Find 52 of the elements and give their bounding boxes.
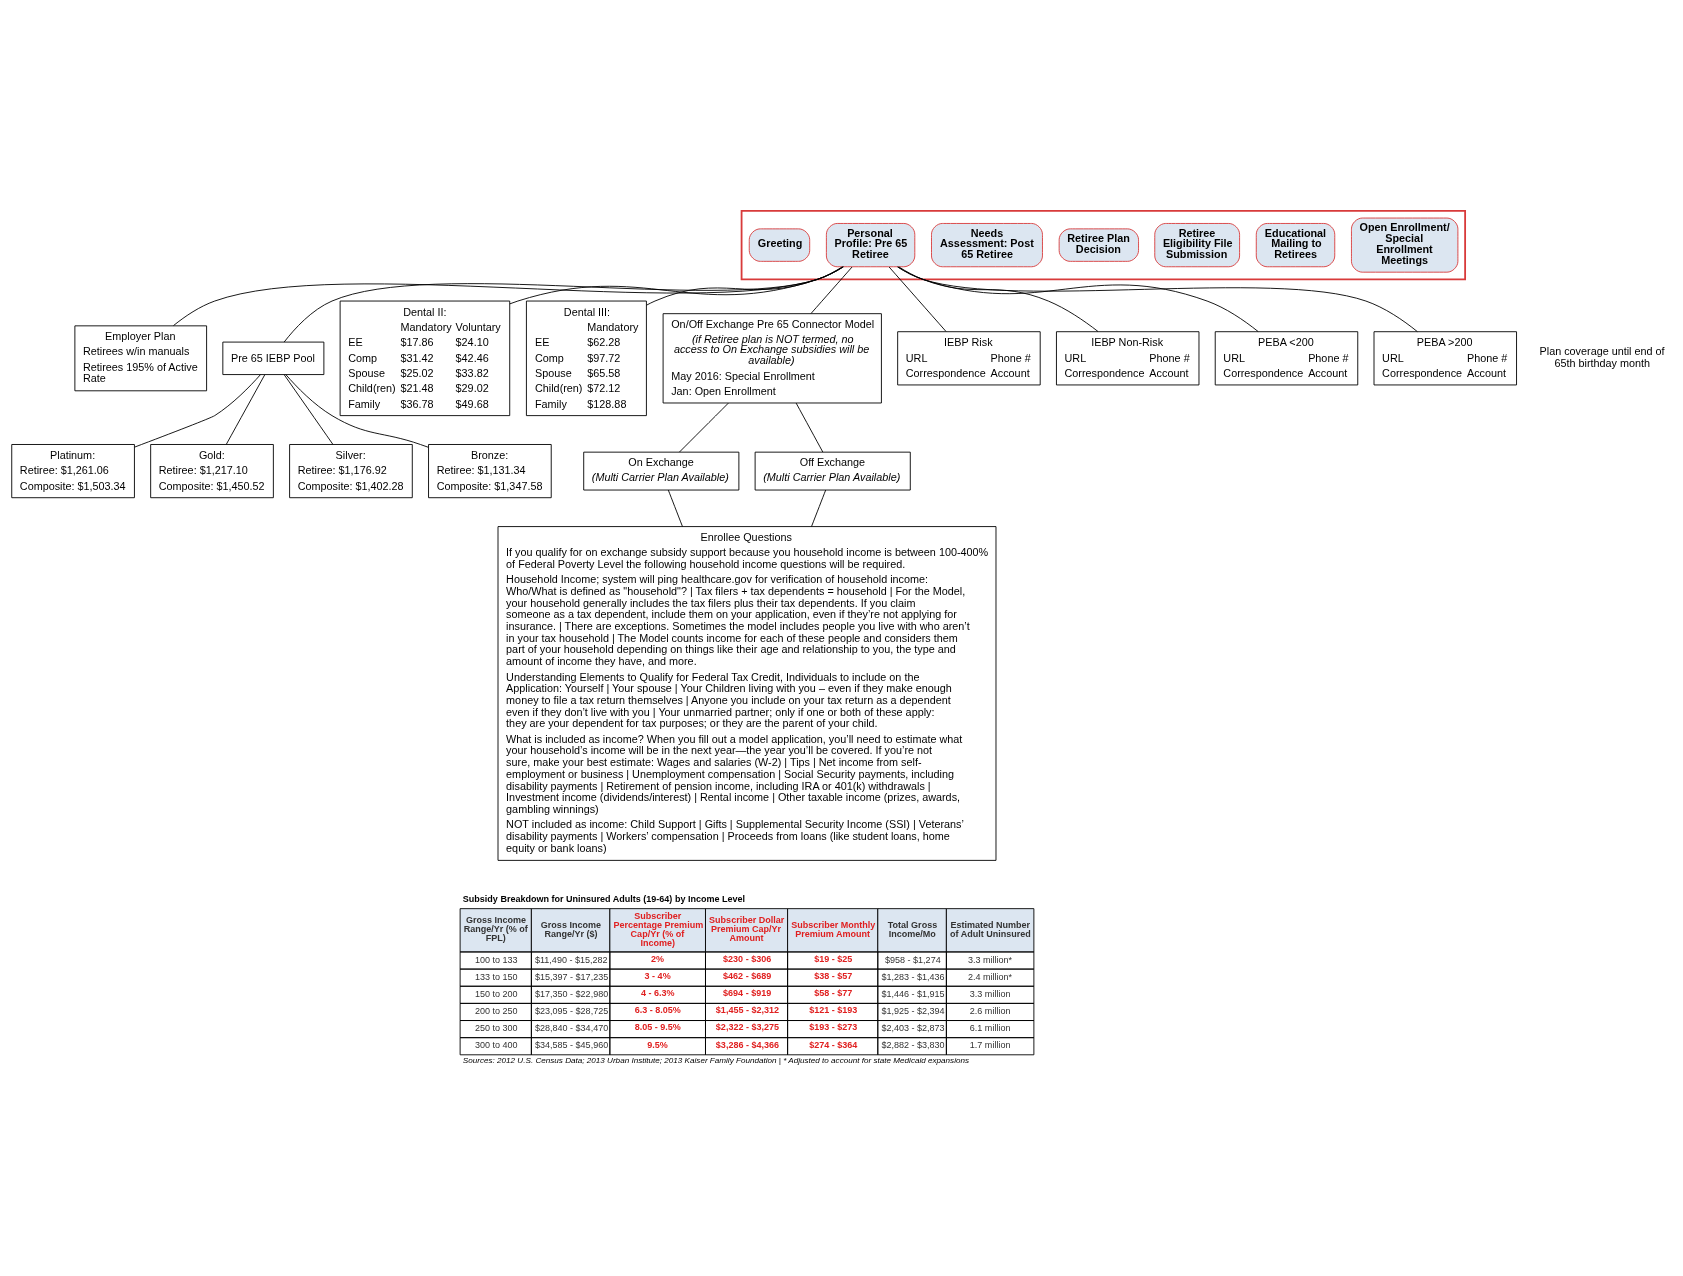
label: 4 - 6.3%	[640, 988, 675, 999]
label: 2.4 million*	[968, 971, 1013, 982]
label: $121 - $193	[809, 1005, 858, 1016]
label: Total Gross Income/Mo	[887, 919, 938, 939]
label: 2%	[650, 953, 664, 964]
label: 6.3 - 8.05%	[634, 1005, 681, 1016]
label: $19 - $25	[814, 953, 853, 964]
label: Estimated Number of Adult Uninsured	[949, 919, 1031, 939]
label: $1,455 - $2,312	[715, 1005, 780, 1016]
label: Sources: 2012 U.S. Census Data; 2013 Urban Institute; 2013 Kaiser Family Foundation | * Adjusted to account for state Medicaid expansions	[462, 1056, 970, 1066]
label: $34,585 - $45,960	[534, 1040, 609, 1051]
label: 3.3 million	[969, 989, 1011, 1000]
label: $1,446 - $1,915	[881, 989, 945, 1000]
label: Gross Income Range/Yr (% of FPL)	[463, 915, 528, 944]
label: 3.3 million*	[968, 954, 1013, 965]
label: $11,490 - $15,282	[534, 954, 608, 965]
label: 2.6 million	[969, 1006, 1011, 1017]
label: 200 to 250	[475, 1006, 518, 1017]
label: Gross Income Range/Yr ($)	[540, 919, 601, 939]
label: $958 - $1,274	[885, 954, 941, 965]
label: $274 - $364	[809, 1039, 858, 1050]
label: 1.7 million	[969, 1040, 1011, 1051]
label: 6.1 million	[969, 1023, 1011, 1034]
label: $1,283 - $1,436	[881, 971, 945, 982]
label: $58 - $77	[814, 988, 853, 999]
label: Subscriber Percentage Premium Cap/Yr (% of Income)	[613, 910, 704, 948]
label: $694 - $919	[723, 988, 772, 999]
label: 8.05 - 9.5%	[634, 1022, 681, 1033]
label: $28,840 - $34,470	[534, 1023, 609, 1034]
label: $2,403 - $2,873	[881, 1023, 945, 1034]
label: 9.5%	[647, 1039, 668, 1050]
label: 133 to 150	[475, 971, 518, 982]
label: $3,286 - $4,366	[715, 1039, 780, 1050]
label: Subsidy Breakdown for Uninsured Adults (19-64) by Income Level	[462, 894, 746, 905]
label: 300 to 400	[475, 1040, 518, 1051]
label: Plan coverage until end of 65th birthday month	[1539, 345, 1665, 369]
label: $230 - $306	[723, 953, 772, 964]
label: 3 - 4%	[644, 971, 671, 982]
label: $2,322 - $3,275	[715, 1022, 780, 1033]
label: $38 - $57	[814, 971, 853, 982]
label: $193 - $273	[809, 1022, 858, 1033]
label: 250 to 300	[475, 1023, 518, 1034]
label: $2,882 - $3,830	[881, 1040, 945, 1051]
label: $462 - $689	[723, 971, 772, 982]
label: $15,397 - $17,235	[534, 971, 609, 982]
label: 150 to 200	[475, 989, 518, 1000]
label: $23,095 - $28,725	[534, 1006, 609, 1017]
label: $17,350 - $22,980	[534, 989, 609, 1000]
label: Subscriber Monthly Premium Amount	[791, 919, 876, 939]
label: Subscriber Dollar Premium Cap/Yr Amount	[709, 915, 785, 944]
label: 100 to 133	[475, 954, 518, 965]
label: $1,925 - $2,394	[881, 1006, 945, 1017]
